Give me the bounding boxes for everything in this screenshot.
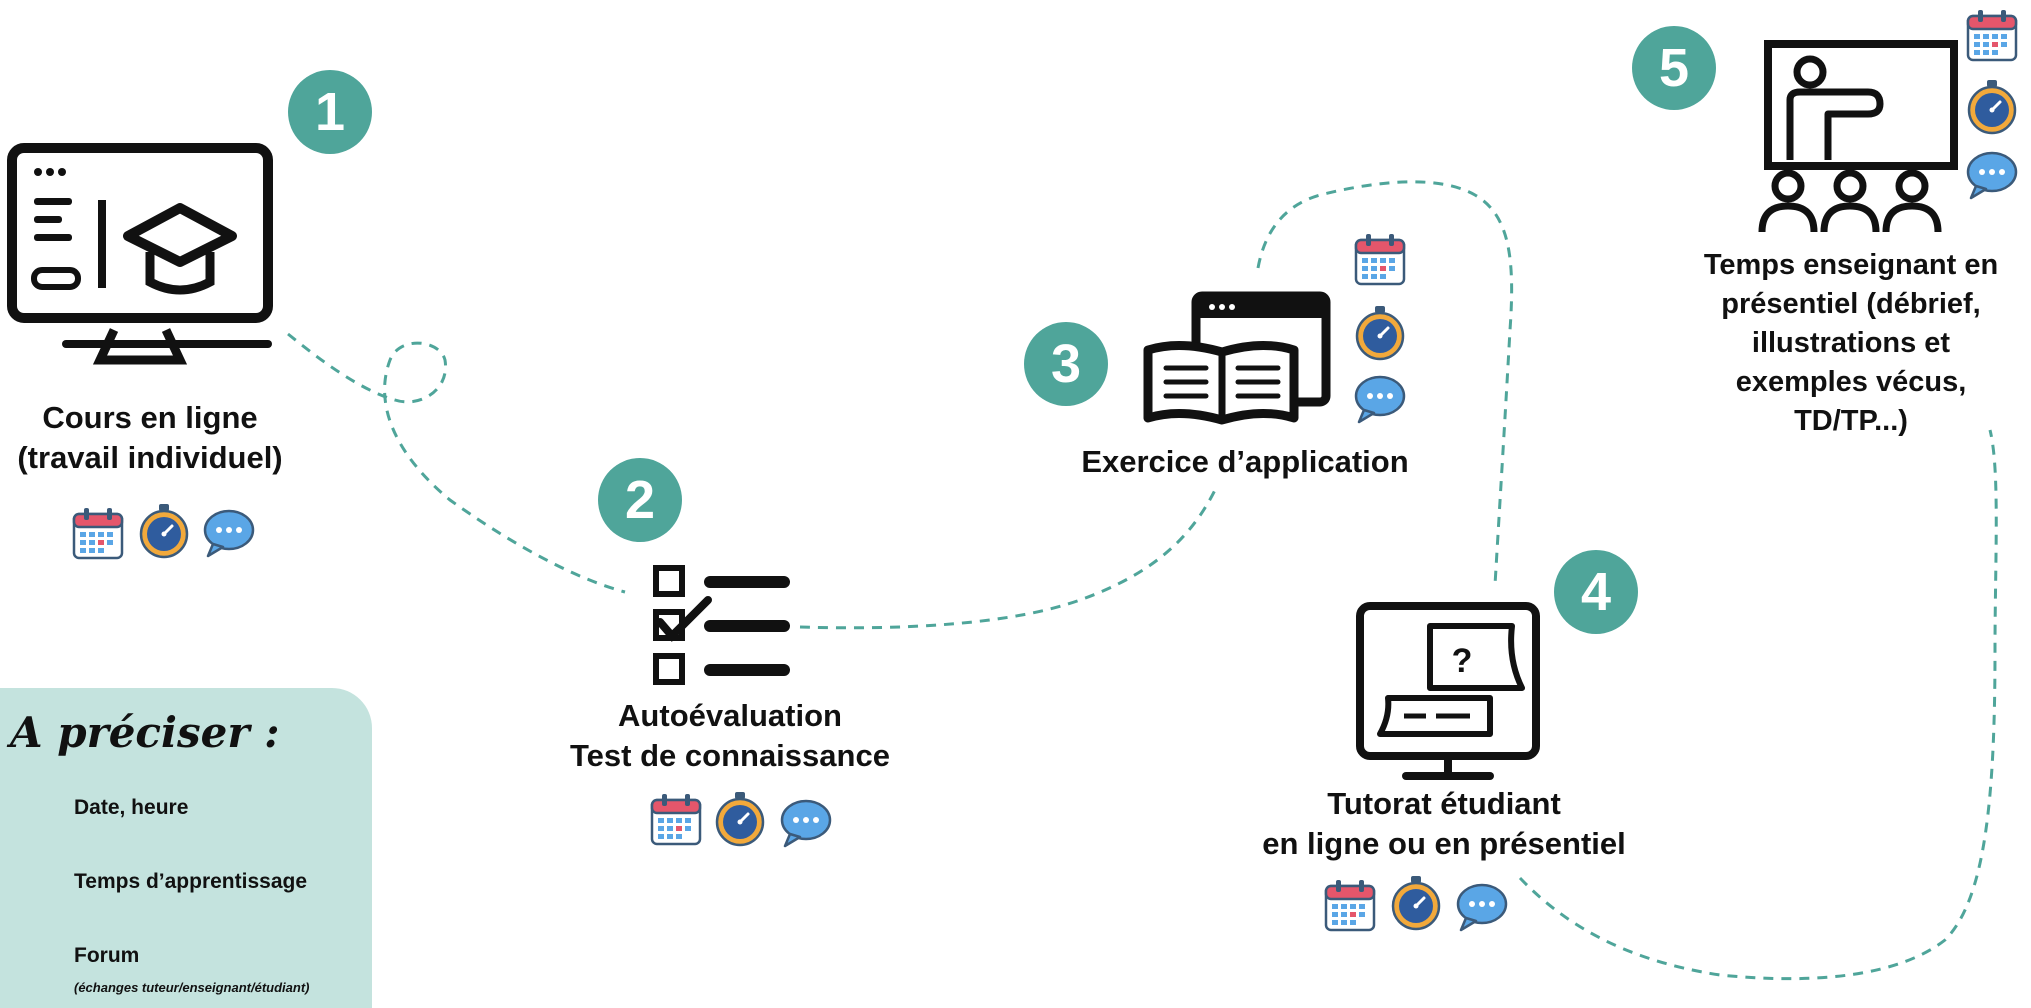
step-1-label: Cours en ligne (travail individuel) <box>0 398 300 478</box>
step-5-line-5: TD/TP...) <box>1794 405 1908 437</box>
step-2-badge: 2 <box>598 458 682 542</box>
svg-text:?: ? <box>1452 642 1473 680</box>
stopwatch-icon <box>1967 78 2017 135</box>
step-3-label: Exercice d’application <box>1060 442 1430 482</box>
step-5-line-2: présentiel (débrief, <box>1721 288 1981 320</box>
step-4-badge: 4 <box>1554 550 1638 634</box>
legend-title: A préciser : <box>10 708 280 757</box>
calendar-icon <box>1966 8 2018 62</box>
stopwatch-icon <box>1355 304 1405 361</box>
step-2-label: Autoévaluation Test de connaissance <box>560 696 900 776</box>
step5-info-icons <box>1966 8 2018 200</box>
legend-item-time: Temps d’apprentissage <box>74 870 308 893</box>
teacher-classroom-icon <box>1758 40 1958 233</box>
step3-info-icons <box>1354 232 1406 424</box>
step2-info-icons <box>650 790 832 848</box>
step-1-badge: 1 <box>288 70 372 154</box>
chat-bubble-icon <box>1354 375 1406 424</box>
legend-panel: A préciser : Date, heure Temps d’apprent… <box>0 688 372 1008</box>
calendar-icon <box>650 792 702 846</box>
step-4-line-2: en ligne ou en présentiel <box>1262 826 1626 861</box>
calendar-icon <box>72 506 124 560</box>
step-3-line-1: Exercice d’application <box>1081 444 1409 479</box>
calendar-icon <box>1324 878 1376 932</box>
step1-info-icons <box>72 502 255 560</box>
stopwatch-icon <box>1391 874 1441 931</box>
legend-item-forum: Forum <box>74 944 140 967</box>
online-course-monitor-icon <box>7 143 273 365</box>
step-5-line-3: illustrations et <box>1751 327 1951 359</box>
book-browser-icon <box>1143 291 1331 425</box>
step-4-label: Tutorat étudiant en ligne ou en présenti… <box>1234 784 1654 864</box>
step-5-line-1: Temps enseignant en <box>1703 249 1999 281</box>
step-2-line-1: Autoévaluation <box>618 698 842 733</box>
chat-bubble-icon <box>780 799 832 848</box>
chat-bubble-icon <box>1966 151 2018 200</box>
step-1-line-1: Cours en ligne <box>42 400 258 435</box>
chat-bubble-icon <box>203 509 255 558</box>
legend-item-date: Date, heure <box>74 796 189 819</box>
dashed-path <box>287 180 1998 981</box>
calendar-icon <box>1354 232 1406 286</box>
step-1-line-2: (travail individuel) <box>17 440 283 475</box>
legend-forum-note: (échanges tuteur/enseignant/étudiant) <box>74 980 310 995</box>
stopwatch-icon <box>139 502 189 559</box>
step-5-label: Temps enseignant en présentiel (débrief,… <box>1686 246 2016 441</box>
chat-bubble-icon <box>1456 883 1508 932</box>
tutoring-monitor-icon: ? <box>1356 602 1540 780</box>
step4-info-icons <box>1324 874 1508 932</box>
step-5-line-4: exemples vécus, <box>1735 366 1967 398</box>
step-4-line-1: Tutorat étudiant <box>1327 786 1561 821</box>
step-5-badge: 5 <box>1632 26 1716 110</box>
step-3-badge: 3 <box>1024 322 1108 406</box>
step-2-line-2: Test de connaissance <box>570 738 890 773</box>
checklist-icon <box>653 565 790 685</box>
stopwatch-icon <box>715 790 765 847</box>
